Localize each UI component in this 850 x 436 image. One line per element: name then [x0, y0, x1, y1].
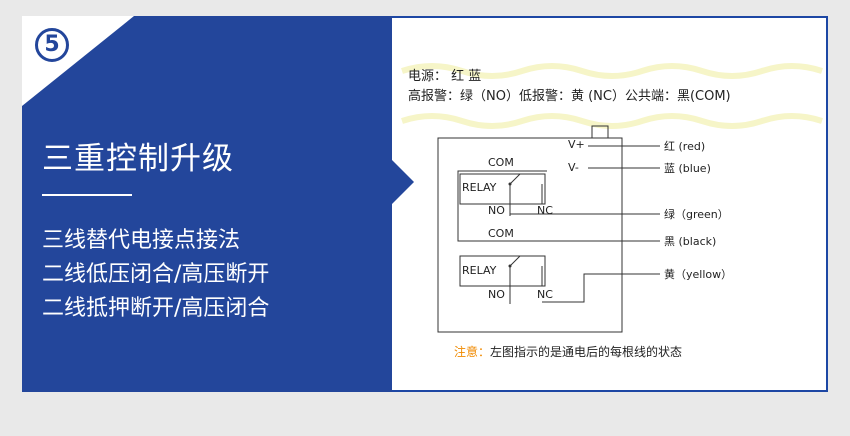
relay-2: COM RELAY NO NC	[459, 227, 553, 304]
relay1-no-label: NO	[488, 204, 505, 217]
note-text: 左图指示的是通电后的每根线的状态	[490, 344, 682, 359]
watermark-band	[401, 63, 823, 129]
panel-title: 三重控制升级	[42, 141, 234, 177]
corner-triangle	[22, 16, 134, 106]
relay2-com-label: COM	[488, 227, 514, 240]
note: 注意：左图指示的是通电后的每根线的状态	[454, 344, 682, 359]
relay1-com-label: COM	[488, 156, 514, 169]
relay2-no-label: NO	[488, 288, 505, 301]
alarm-legend: 高报警：绿（NO）低报警：黄 (NC）公共端：黑(COM)	[408, 88, 731, 104]
yellow-lead	[542, 273, 660, 303]
device-housing	[437, 137, 623, 333]
relay1-switch	[509, 173, 521, 185]
wire-green-label: 绿（green）	[664, 207, 729, 221]
panel-arrow	[392, 160, 414, 204]
note-label: 注意：	[454, 344, 490, 359]
wiring-mode-three-wire: 三线替代电接点接法	[42, 228, 241, 253]
wiring-diagram: 电源： 红 蓝 高报警：绿（NO）低报警：黄 (NC）公共端：黑(COM) CO…	[401, 63, 823, 359]
wiring-mode-two-wire-b: 二线抵押断开/高压闭合	[42, 296, 270, 321]
v-plus-label: V+	[568, 138, 585, 151]
wire-blue-label: 蓝 (blue)	[664, 162, 711, 175]
relay-1: COM RELAY NO NC	[459, 156, 553, 217]
relay1-relay-label: RELAY	[462, 181, 497, 194]
wire-black-label: 黑 (black)	[664, 235, 716, 248]
relay2-box	[459, 255, 546, 287]
relay2-switch	[509, 255, 521, 267]
wire-yellow-label: 黄（yellow）	[664, 267, 732, 281]
step-number-badge: 5	[35, 28, 69, 62]
external-leads	[458, 145, 660, 303]
v-minus-label: V-	[568, 161, 579, 174]
wire-red-label: 红 (red)	[664, 140, 705, 153]
relay1-nc-label: NC	[537, 204, 553, 217]
green-lead	[509, 213, 660, 216]
relay2-relay-label: RELAY	[462, 264, 497, 277]
power-legend: 电源： 红 蓝	[408, 68, 481, 84]
wiring-mode-two-wire-a: 二线低压闭合/高压断开	[42, 262, 270, 287]
cable-gland	[591, 125, 609, 139]
relay1-box	[459, 173, 546, 205]
relay2-nc-label: NC	[537, 288, 553, 301]
title-divider	[42, 194, 132, 196]
